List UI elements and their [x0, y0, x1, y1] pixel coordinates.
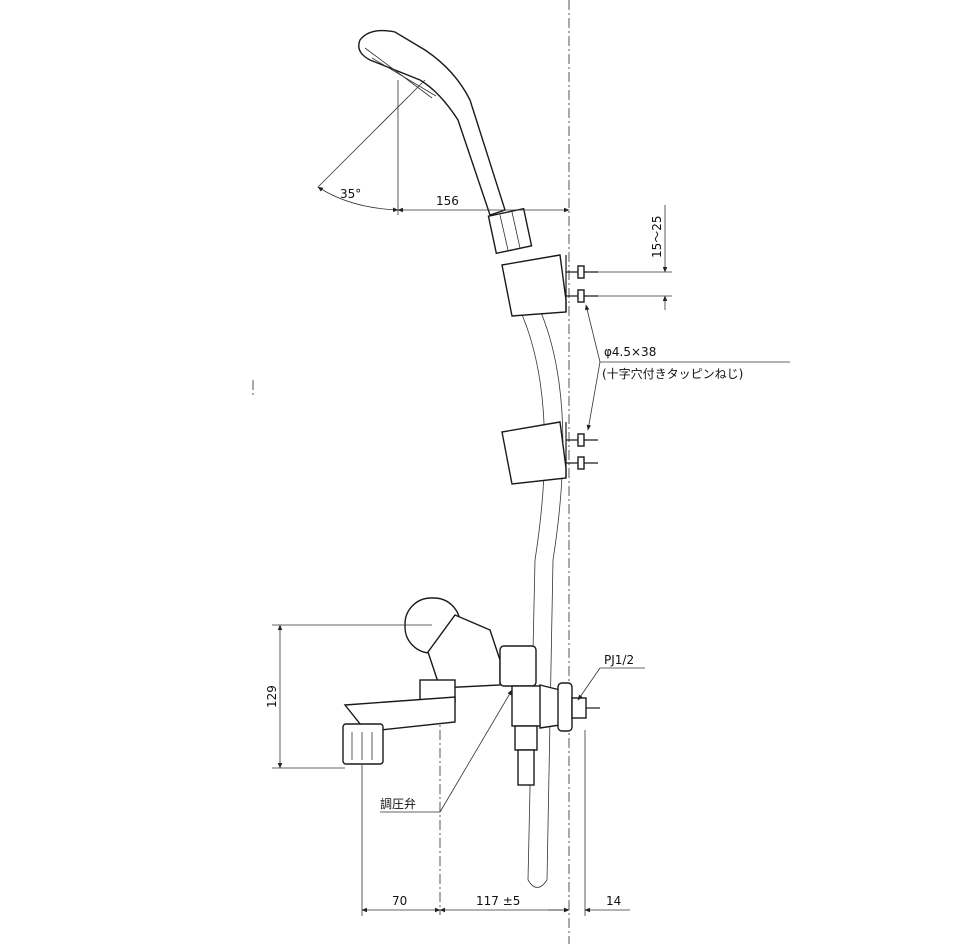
head-offset-dimension: 156 [397, 194, 570, 213]
pipe-thread-callout: PJ1/2 [577, 653, 645, 701]
valve-label: 調圧弁 [380, 796, 416, 811]
spout-label: 70 [392, 894, 407, 908]
screw-callout: φ4.5×38 (十字穴付きタッピンねじ) [585, 304, 790, 431]
upper-bracket [501, 254, 598, 317]
height-label: 129 [265, 685, 279, 708]
valve-callout: 調圧弁 [380, 689, 513, 813]
angle-dimension: 35° [317, 79, 426, 215]
lower-bracket [501, 421, 598, 485]
angle-label: 35° [340, 187, 361, 201]
shower-hose [519, 309, 564, 888]
pipe-thread-label: PJ1/2 [604, 653, 634, 667]
bottom-dimensions: 70 117 ±5 14 [361, 730, 630, 916]
shower-head [358, 29, 533, 255]
bracket-gap-label: 15～25 [650, 215, 664, 258]
bracket-gap-dimension: 15～25 [598, 205, 672, 310]
screw-size-label: φ4.5×38 [604, 345, 656, 359]
head-offset-label: 156 [436, 194, 459, 208]
faucet-body [342, 597, 600, 786]
height-dimension: 129 [265, 624, 432, 769]
wall-offset-label: 14 [606, 894, 621, 908]
screw-type-label: (十字穴付きタッピンねじ) [602, 366, 743, 381]
center-distance-label: 117 ±5 [476, 894, 520, 908]
